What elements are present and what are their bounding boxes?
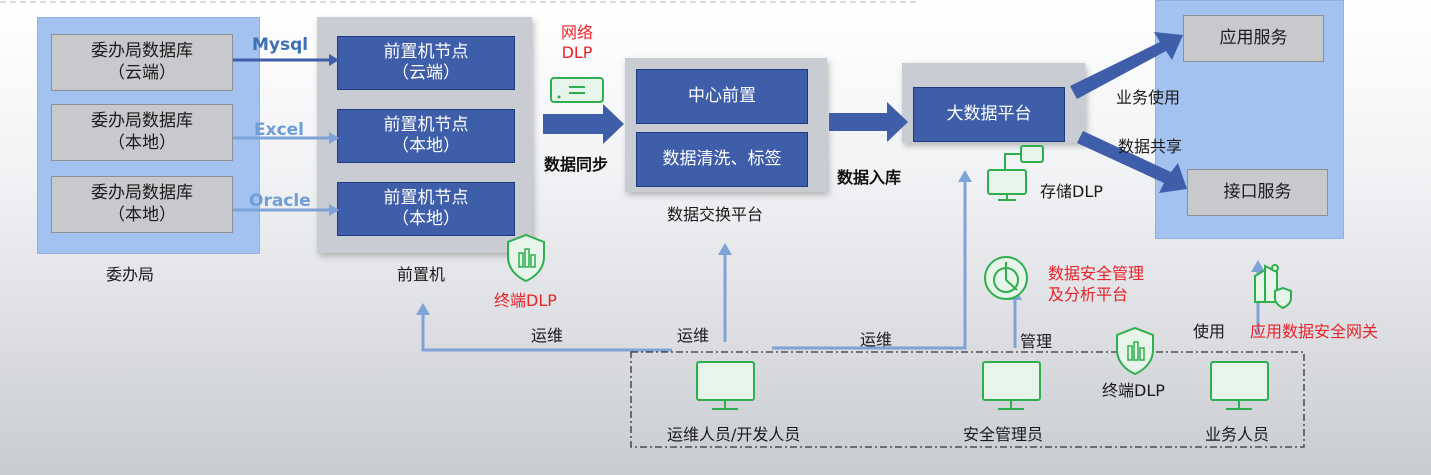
storage-dlp-icon [987,145,1044,201]
ingest-label: 数据入库 [837,168,902,187]
front-node-local-2[interactable]: 前置机节点 （本地） [337,182,515,236]
ops-label-2: 运维 [677,326,710,345]
committee-db-local-1[interactable]: 委办局数据库 （本地） [51,104,233,161]
app-gateway-label: 应用数据安全网关 [1250,322,1379,341]
connector-mysql: Mysql [252,35,309,55]
front-label: 前置机 [397,265,446,284]
api-service[interactable]: 接口服务 [1187,169,1328,216]
app-service[interactable]: 应用服务 [1183,15,1324,62]
business-use-arrow [1070,32,1183,99]
center-front[interactable]: 中心前置 [636,69,808,124]
business-use-label: 业务使用 [1116,88,1181,107]
data-share-arrow [1077,131,1187,193]
storage-dlp-label: 存储DLP [1040,182,1103,201]
security-platform-label: 数据安全管理 及分析平台 [1048,264,1145,304]
front-node-cloud[interactable]: 前置机节点 （云端） [337,36,515,90]
sync-label: 数据同步 [544,155,609,174]
ops-label-1: 运维 [531,326,564,345]
security-admin-monitor-icon [982,361,1041,410]
network-dlp-label: 网络 DLP [561,23,594,62]
top-dashed-border [0,1,920,3]
sync-arrow [543,104,624,144]
connector-excel: Excel [254,120,305,140]
terminal-dlp-shield-icon-2 [1116,326,1154,376]
front-node-local-1[interactable]: 前置机节点 （本地） [337,109,515,163]
ops-lines [421,180,1260,352]
committee-db-cloud[interactable]: 委办局数据库 （云端） [51,34,233,91]
terminal-dlp-label-2: 终端DLP [1102,381,1165,400]
terminal-dlp-shield-icon [507,233,545,283]
ops-user-monitor-icon [696,361,755,410]
db-to-front-arrows [233,54,339,216]
business-user-label: 业务人员 [1205,425,1270,444]
bigdata-platform[interactable]: 大数据平台 [913,87,1065,142]
data-cleaning[interactable]: 数据清洗、标签 [636,132,808,187]
app-gateway-icon [1254,264,1292,310]
data-share-label: 数据共享 [1118,137,1183,156]
terminal-dlp-label: 终端DLP [494,291,557,310]
users-frame [630,351,1305,448]
use-label: 使用 [1193,322,1226,341]
ops-label-3: 运维 [860,330,893,349]
connector-oracle: Oracle [249,191,311,211]
security-admin-label: 安全管理员 [963,425,1044,444]
network-dlp-icon [550,77,604,103]
ops-user-label: 运维人员/开发人员 [667,425,801,444]
exchange-label: 数据交换平台 [667,205,764,224]
security-platform-icon [984,256,1028,300]
committee-db-local-2[interactable]: 委办局数据库 （本地） [51,176,233,233]
ingest-arrow [829,102,908,142]
committee-label: 委办局 [106,265,155,284]
manage-label: 管理 [1020,332,1053,351]
business-user-monitor-icon [1210,361,1269,410]
